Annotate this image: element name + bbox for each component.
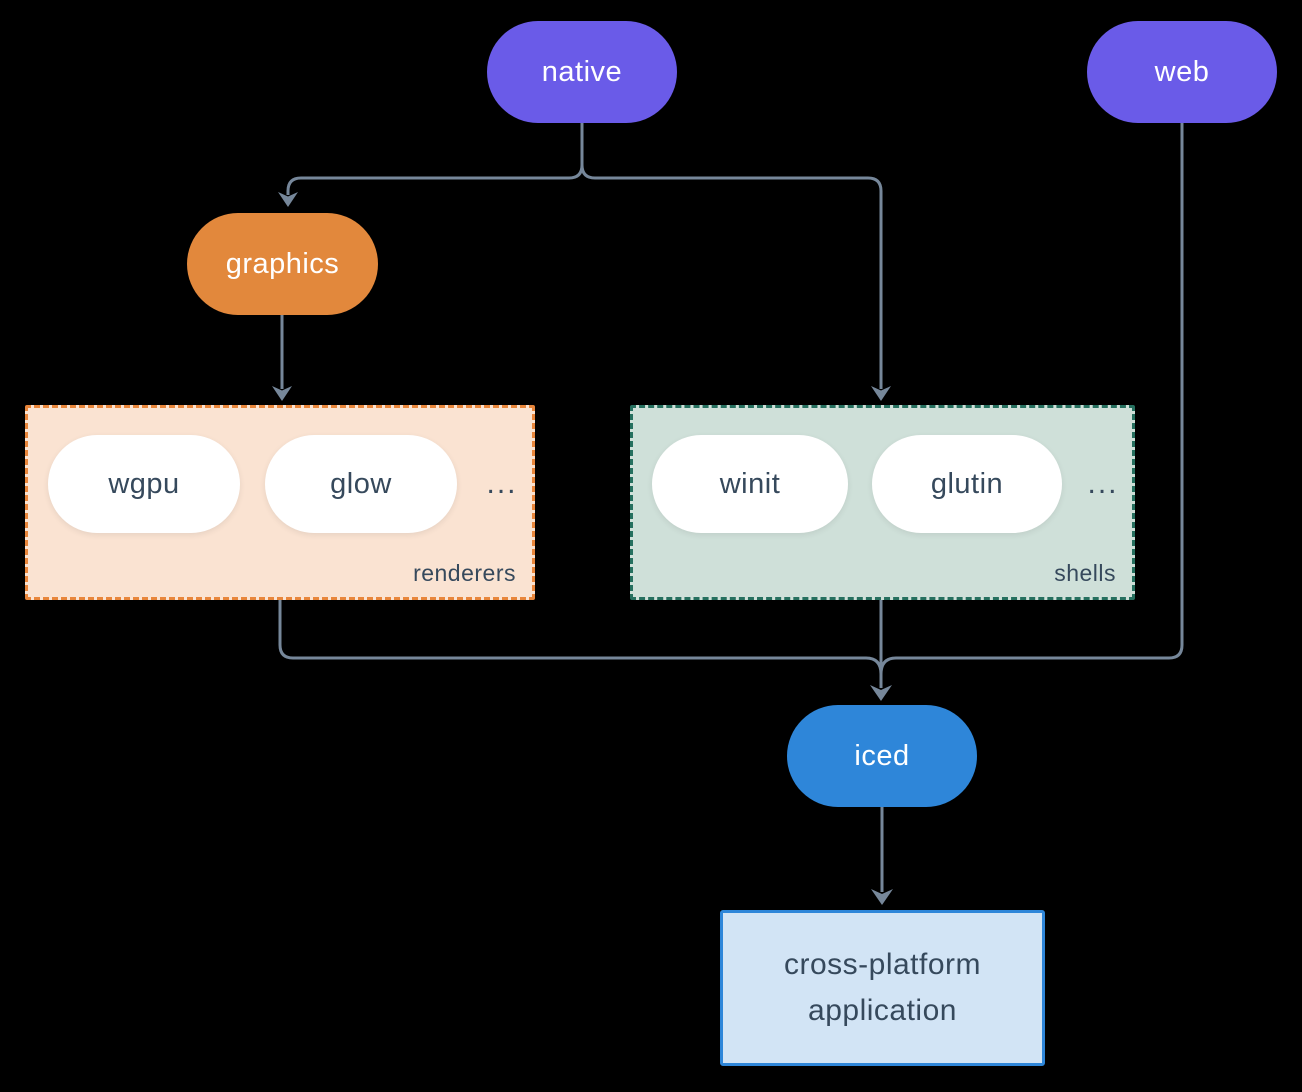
- node-winit: winit: [652, 435, 848, 533]
- shells-ellipsis: ...: [1087, 467, 1119, 500]
- arrowhead-application: [871, 889, 893, 905]
- node-glutin: glutin: [872, 435, 1062, 533]
- edge-native-shells: [580, 123, 883, 389]
- renderers-ellipsis: ...: [486, 467, 518, 500]
- node-iced-label: iced: [854, 739, 910, 772]
- group-shells: winit glutin ... shells: [630, 405, 1135, 600]
- node-glow: glow: [265, 435, 457, 533]
- arrowhead-iced: [870, 685, 892, 701]
- node-wgpu: wgpu: [48, 435, 240, 533]
- node-glutin-label: glutin: [930, 467, 1004, 500]
- arrowhead-graphics: [278, 192, 298, 207]
- arrowhead-shells: [871, 386, 891, 401]
- node-iced: iced: [787, 705, 977, 807]
- node-winit-label: winit: [719, 467, 781, 500]
- node-wgpu-label: wgpu: [108, 467, 180, 500]
- node-cross-platform-application: cross-platform application: [720, 910, 1045, 1066]
- node-glow-label: glow: [330, 467, 392, 500]
- edge-native-graphics: [286, 123, 584, 195]
- group-renderers-label: renderers: [413, 560, 516, 586]
- group-shells-label: shells: [1054, 560, 1116, 586]
- edge-renderers-iced: [278, 600, 883, 675]
- node-graphics: graphics: [187, 213, 378, 315]
- node-native: native: [487, 21, 677, 123]
- node-native-label: native: [541, 55, 623, 88]
- node-web: web: [1087, 21, 1277, 123]
- node-web-label: web: [1154, 55, 1210, 88]
- group-renderers: wgpu glow ... renderers: [25, 405, 535, 600]
- node-application-label: cross-platform application: [783, 948, 982, 1027]
- arrowhead-renderers: [272, 386, 292, 401]
- node-graphics-label: graphics: [225, 247, 340, 280]
